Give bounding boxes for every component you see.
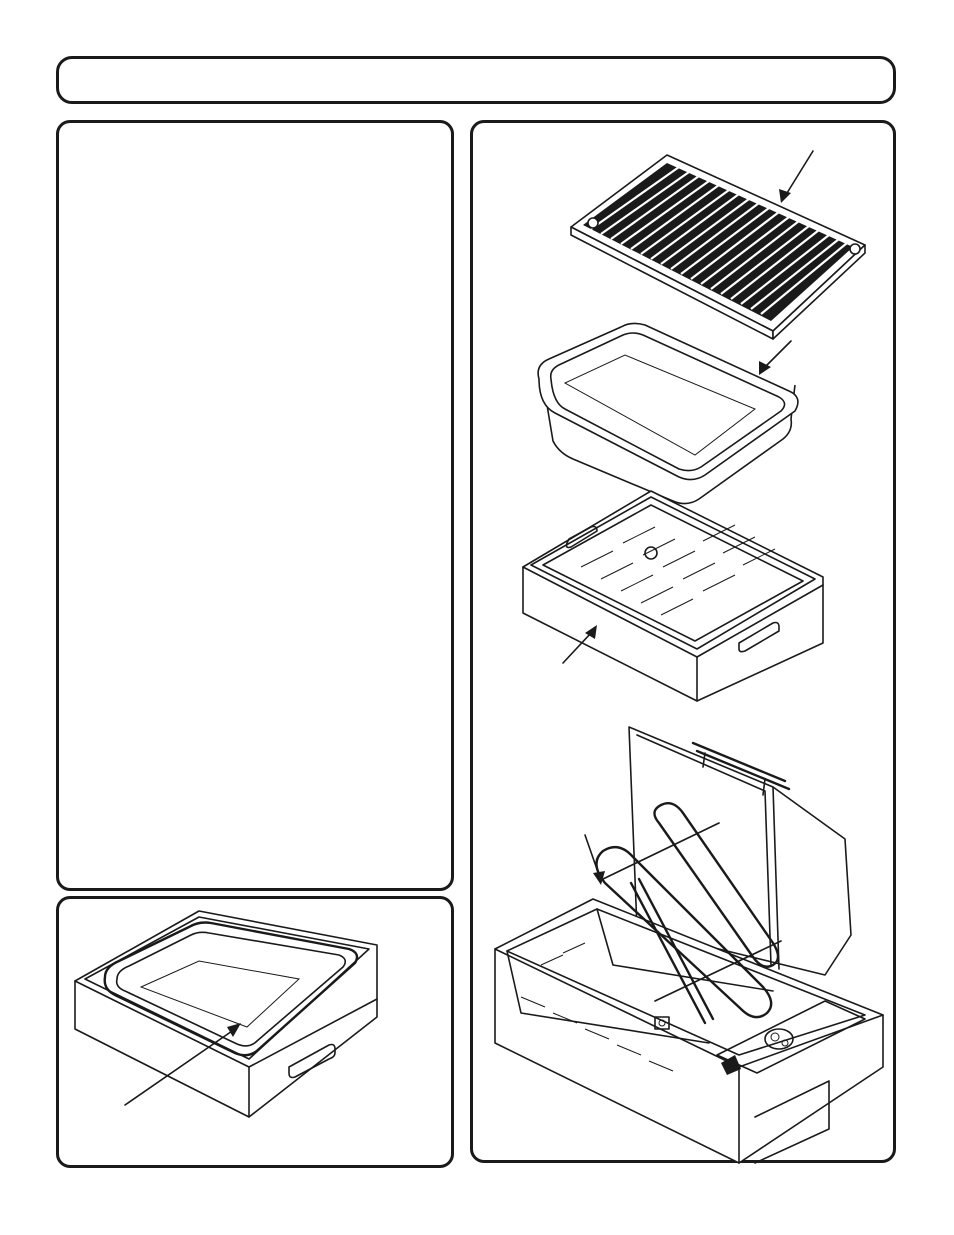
electric-grill-body-icon bbox=[494, 726, 884, 1164]
title-bar bbox=[56, 56, 896, 104]
drip-tray-assembly-icon bbox=[74, 910, 378, 1118]
tray-illustration-panel bbox=[56, 896, 454, 1168]
drip-pan-icon bbox=[537, 322, 799, 505]
instructions-panel bbox=[56, 120, 454, 891]
heat-shield-icon bbox=[522, 490, 824, 702]
cooking-grate-icon bbox=[570, 150, 866, 340]
exploded-view-panel bbox=[470, 120, 896, 1164]
exploded-view-drawing bbox=[494, 150, 884, 1164]
